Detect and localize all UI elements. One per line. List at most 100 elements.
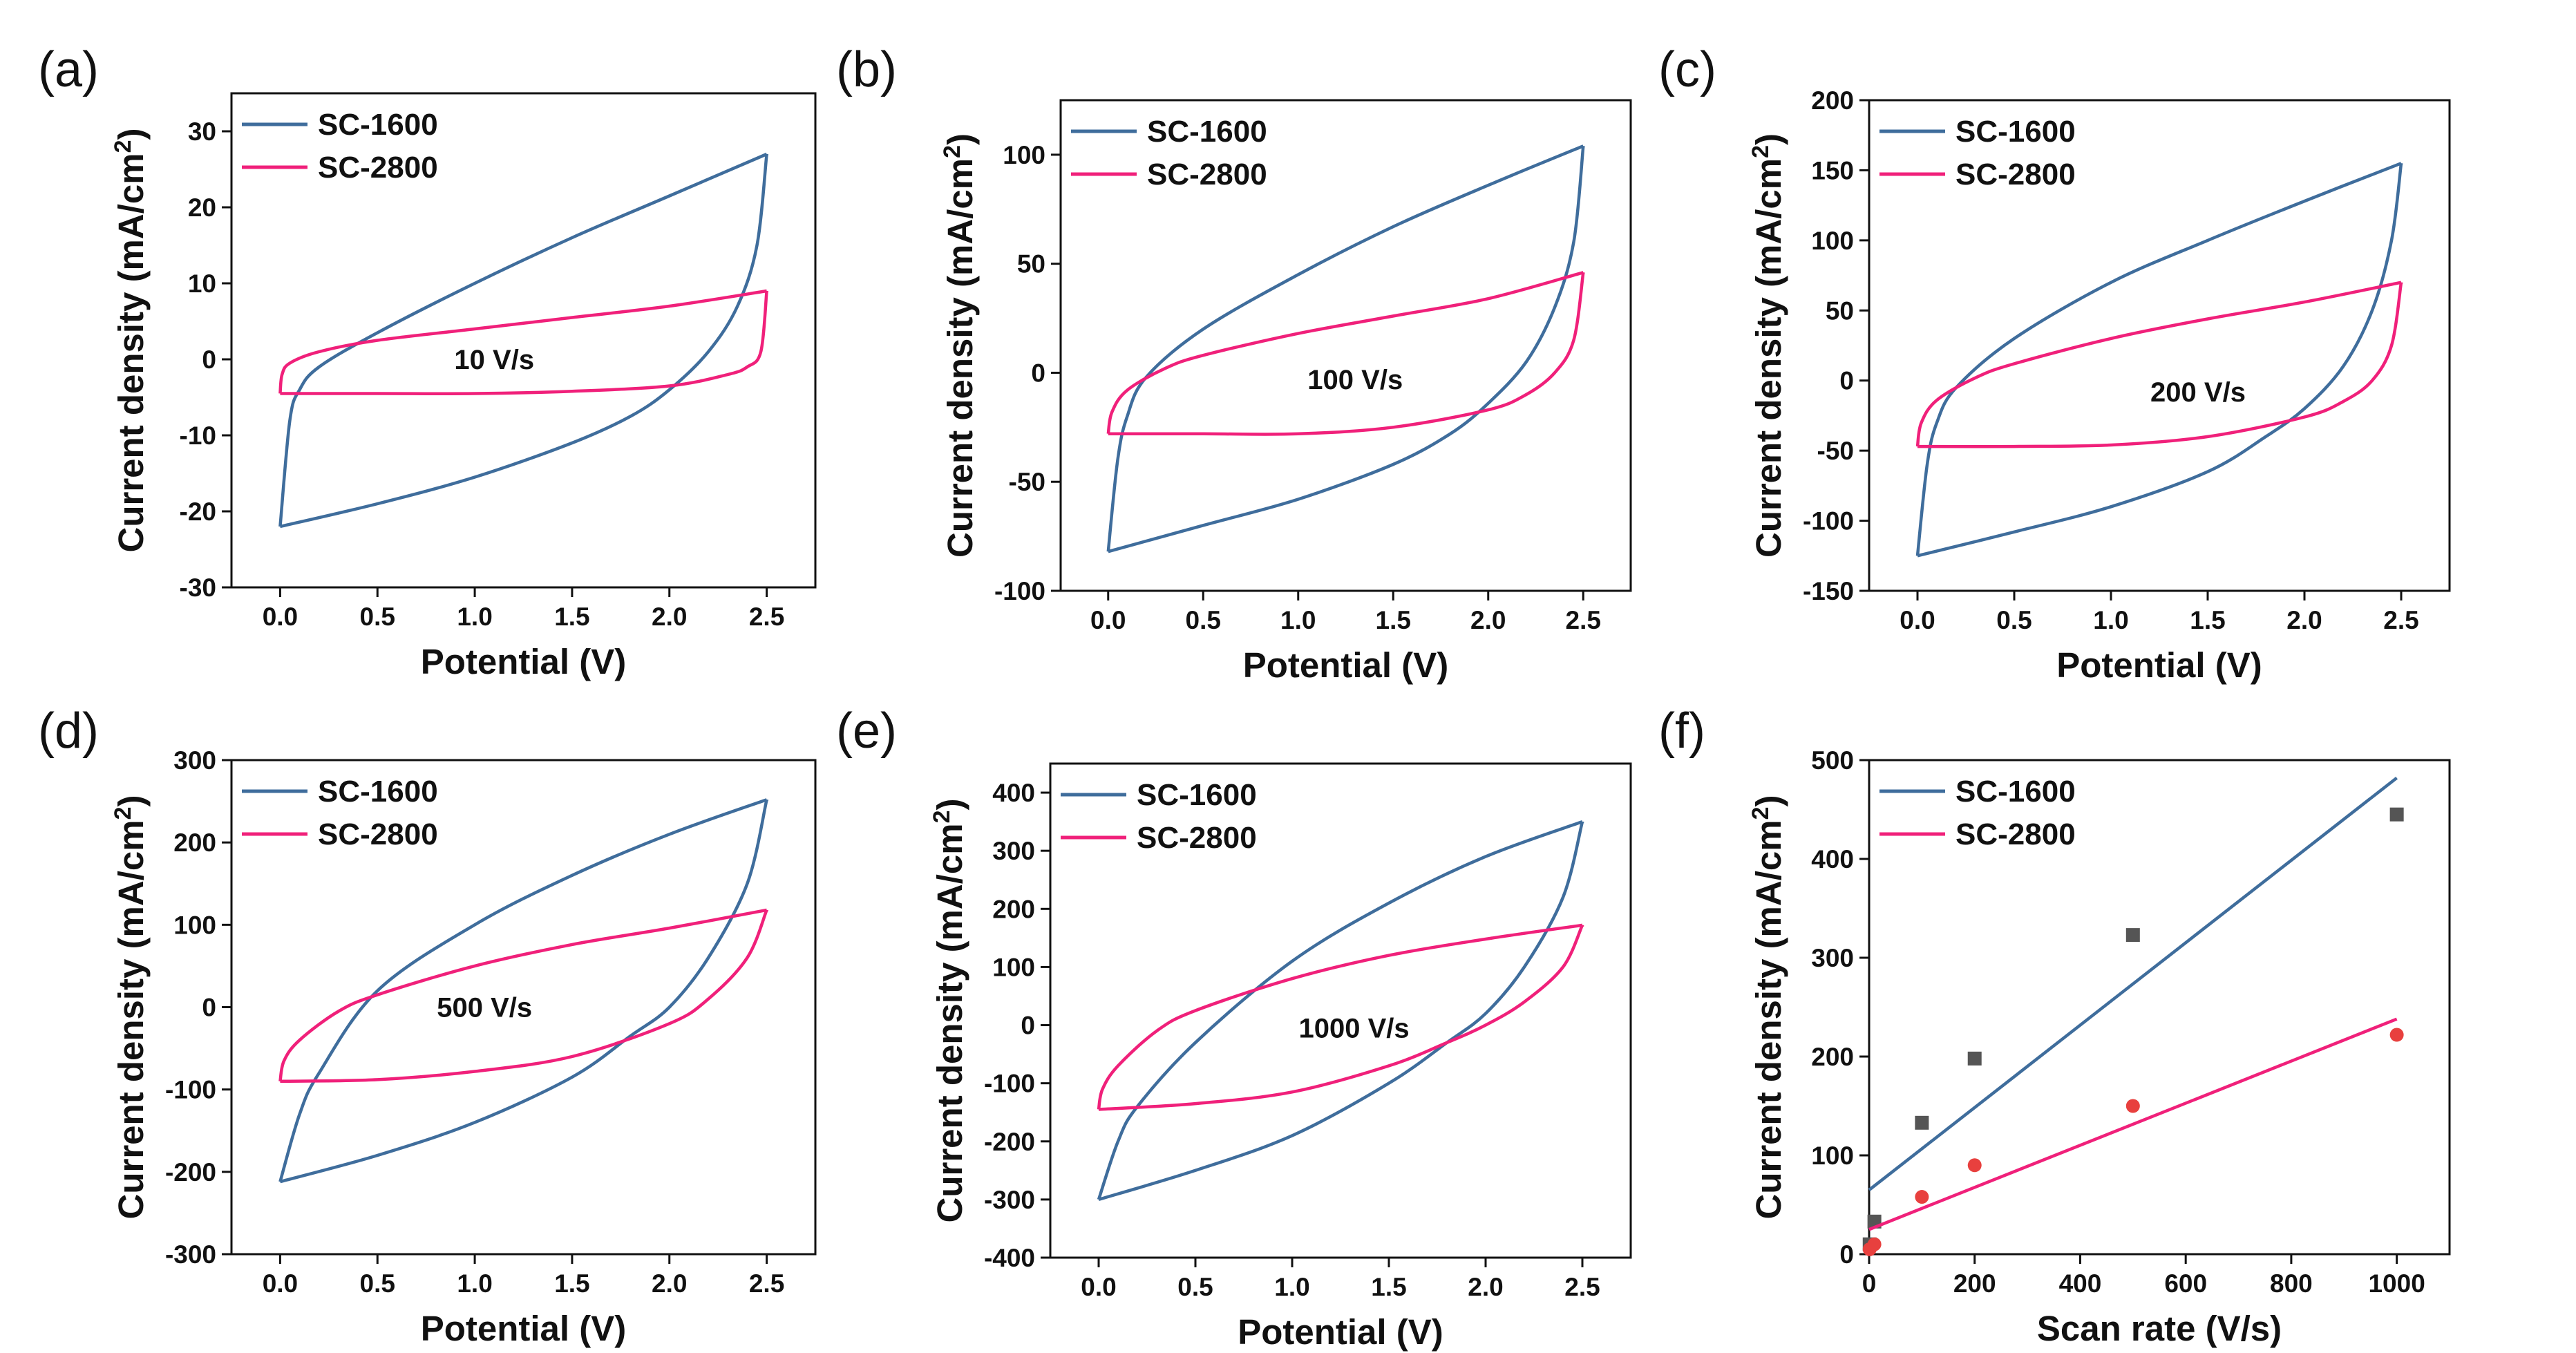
plot-frame: [1059, 99, 1632, 592]
scan-rate-annotation: 200 V/s: [2150, 377, 2246, 408]
x-tick-label: 1.0: [2093, 606, 2128, 634]
scan-rate-annotation: 100 V/s: [1307, 365, 1403, 395]
y-axis-title-superscript: 2: [1748, 806, 1774, 820]
plot-frame: [230, 92, 817, 589]
x-tick-label: 400: [2059, 1269, 2102, 1298]
data-point: [2389, 807, 2404, 822]
y-tick-label: 0: [1839, 367, 1854, 395]
x-tick-label: 1000: [2368, 1269, 2425, 1298]
x-tick-label: 1.5: [2190, 606, 2225, 634]
x-axis-title: Scan rate (V/s): [2037, 1309, 2282, 1348]
y-tick-label: 30: [188, 117, 216, 146]
y-axis-title-end: ): [1749, 133, 1788, 145]
data-point: [1967, 1158, 1982, 1173]
x-tick-label: 2.5: [2383, 606, 2418, 634]
y-axis-title-end: ): [111, 795, 151, 806]
data-point: [2389, 1028, 2404, 1042]
panel-label: (f): [1658, 703, 1705, 759]
scan-rate-annotation: 10 V/s: [454, 345, 534, 375]
y-axis-title-main: Current density (mA/cm: [111, 153, 151, 552]
y-tick-label: -10: [180, 422, 216, 450]
series-sc-2800: [1106, 271, 1585, 436]
y-tick-label: 100: [1811, 227, 1854, 255]
legend-label: SC-1600: [1955, 775, 2076, 808]
y-axis-title-main: Current density (mA/cm: [940, 158, 980, 558]
x-axis-title: Potential (V): [2056, 645, 2262, 685]
y-tick-label: 200: [1811, 1043, 1854, 1071]
y-tick-label: 0: [1021, 1012, 1035, 1040]
x-tick-label: 1.5: [1376, 606, 1411, 634]
legend-label: SC-2800: [1955, 817, 2076, 851]
cv-curve-forward: [278, 152, 768, 527]
x-tick-label: 2.0: [2286, 606, 2322, 634]
y-tick-label: 300: [1811, 944, 1854, 972]
x-tick-label: 2.0: [1468, 1273, 1503, 1301]
cv-curve-reverse: [1108, 272, 1585, 436]
x-tick-label: 1.5: [1371, 1273, 1406, 1301]
series-sc-1600: [1097, 820, 1584, 1202]
y-axis-title-main: Current density (mA/cm: [1749, 158, 1788, 558]
y-tick-label: -20: [180, 498, 216, 526]
data-point: [1967, 1051, 1982, 1066]
y-tick-label: 0: [202, 346, 216, 374]
cv-curve-reverse: [279, 799, 768, 1184]
data-point: [2125, 1099, 2140, 1113]
plot-frame: [1868, 759, 2451, 1256]
scan-rate-annotation: 1000 V/s: [1299, 1014, 1410, 1044]
y-tick-label: 150: [1811, 156, 1854, 184]
series-sc-1600: [278, 798, 768, 1184]
cv-curve-forward: [1106, 144, 1584, 552]
y-tick-label: 400: [992, 779, 1035, 807]
cv-curve-forward: [278, 908, 768, 1082]
y-tick-label: 0: [202, 994, 216, 1022]
x-tick-label: 2.5: [749, 603, 784, 631]
y-tick-label: -300: [165, 1240, 216, 1269]
y-tick-label: 100: [1811, 1142, 1854, 1170]
series-sc-2800: [1862, 1017, 2404, 1256]
y-tick-label: 200: [1811, 86, 1854, 115]
series-sc-2800: [278, 289, 768, 395]
y-tick-label: 100: [1003, 141, 1045, 169]
y-axis-title-superscript: 2: [110, 140, 136, 153]
x-tick-label: 0.0: [1900, 606, 1935, 634]
x-tick-label: 1.0: [457, 1269, 492, 1298]
x-axis-title: Potential (V): [1243, 645, 1449, 685]
y-axis-title: Current density (mA/cm2): [1748, 795, 1788, 1219]
cv-curve-forward: [1915, 281, 2402, 447]
data-point: [1915, 1190, 1929, 1204]
series-sc-2800: [1097, 923, 1584, 1111]
x-tick-label: 0.0: [1081, 1273, 1116, 1301]
y-axis-title-main: Current density (mA/cm: [1749, 820, 1788, 1219]
y-axis-title-main: Current density (mA/cm: [930, 823, 969, 1222]
y-axis-title-superscript: 2: [929, 810, 955, 823]
panel-label: (a): [38, 42, 99, 97]
x-axis-title: Potential (V): [421, 1309, 627, 1348]
y-tick-label: -30: [180, 574, 216, 602]
x-tick-label: 2.0: [652, 1269, 687, 1298]
x-tick-label: 0: [1862, 1269, 1877, 1298]
y-tick-label: -300: [984, 1186, 1035, 1214]
cv-curve-forward: [278, 289, 767, 394]
series-sc-2800: [1915, 281, 2403, 448]
y-tick-label: 200: [992, 895, 1035, 923]
y-tick-label: 100: [992, 953, 1035, 981]
y-tick-label: 100: [173, 911, 216, 939]
y-tick-label: 400: [1811, 845, 1854, 873]
legend-label: SC-1600: [1147, 115, 1267, 149]
y-tick-label: -200: [984, 1128, 1035, 1156]
series-sc-1600: [1106, 144, 1585, 554]
cv-curve-reverse: [280, 909, 768, 1084]
y-tick-label: 20: [188, 193, 216, 222]
panel-label: (d): [38, 703, 99, 759]
x-tick-label: 800: [2270, 1269, 2313, 1298]
y-axis-title: Current density (mA/cm2): [110, 795, 151, 1219]
